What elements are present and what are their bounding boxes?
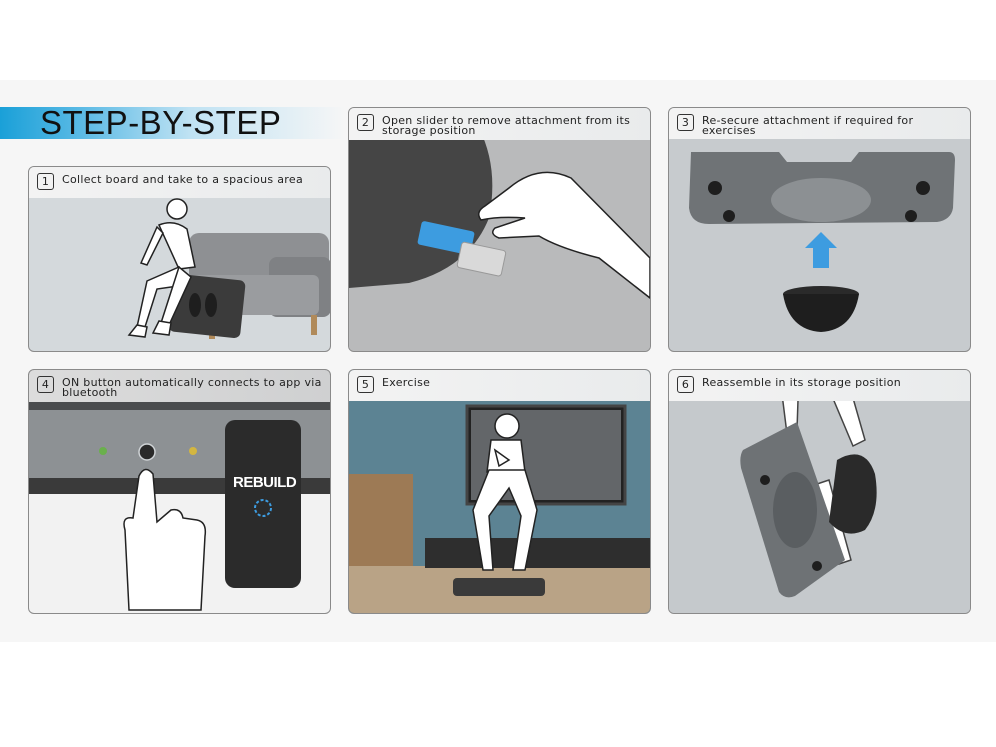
illustration-slider — [349, 108, 650, 351]
step-caption-5: 5 Exercise — [349, 370, 650, 401]
step-number-4: 4 — [37, 376, 54, 393]
step-card-4: 4 ON button automatically connects to ap… — [28, 369, 331, 614]
page-title: STEP-BY-STEP — [40, 104, 282, 141]
step-card-1: 1 Collect board and take to a spacious a… — [28, 166, 331, 352]
title-banner — [0, 107, 345, 139]
illustration-attachment — [689, 152, 955, 332]
step-card-5: 5 Exercise — [348, 369, 651, 614]
step-number-3: 3 — [677, 114, 694, 131]
step-text-4: ON button automatically connects to app … — [62, 376, 322, 399]
step-text-3: Re-secure attachment if required for exe… — [702, 114, 914, 137]
step-card-2: 2 Open slider to remove attachment from … — [348, 107, 651, 352]
illustration-reassemble — [669, 370, 970, 613]
step-text-6: Reassemble in its storage position — [702, 376, 902, 389]
step-number-2: 2 — [357, 114, 374, 131]
step-number-1: 1 — [37, 173, 54, 190]
app-logo: REBUILD — [233, 474, 297, 491]
step-text-5: Exercise — [382, 376, 431, 389]
illustration-on-button — [29, 370, 330, 611]
step-number-6: 6 — [677, 376, 694, 393]
step-caption-1: 1 Collect board and take to a spacious a… — [29, 167, 330, 198]
step-card-3: 3 Re-secure attachment if required for e… — [668, 107, 971, 352]
step-card-6: 6 Reassemble in its storage position — [668, 369, 971, 614]
step-caption-2: 2 Open slider to remove attachment from … — [349, 108, 650, 140]
illustration-collect-board — [127, 198, 330, 339]
step-text-2: Open slider to remove attachment from it… — [382, 114, 631, 137]
step-number-5: 5 — [357, 376, 374, 393]
step-caption-4: 4 ON button automatically connects to ap… — [29, 370, 330, 402]
illustration-exercise — [349, 370, 650, 613]
step-caption-3: 3 Re-secure attachment if required for e… — [669, 108, 970, 139]
step-text-1: Collect board and take to a spacious are… — [62, 173, 303, 186]
step-caption-6: 6 Reassemble in its storage position — [669, 370, 970, 401]
